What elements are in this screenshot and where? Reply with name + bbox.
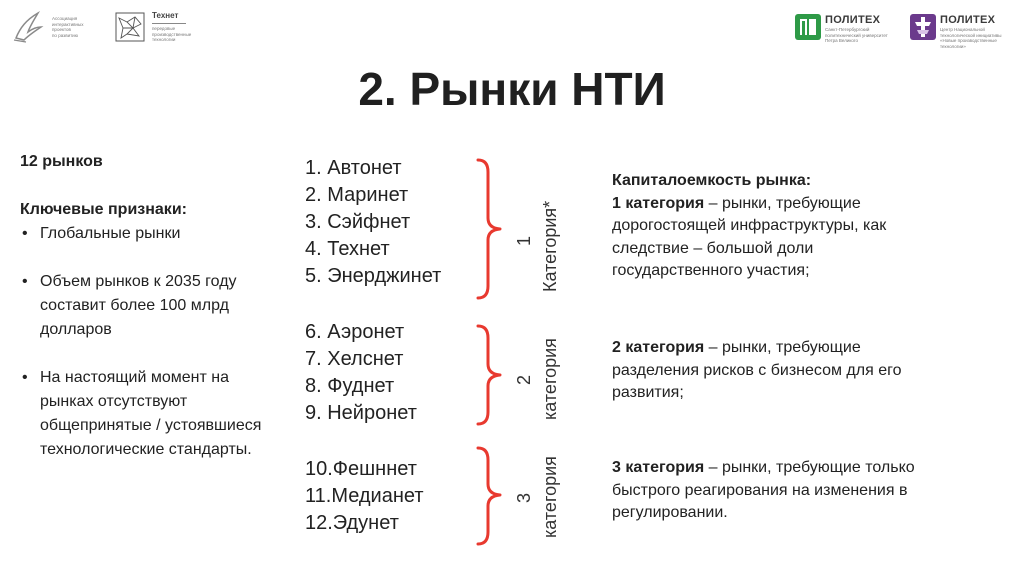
polytech-2-text: Центр Национальной технологической иници…	[940, 27, 1002, 49]
polytech-1-name: ПОЛИТЕХ	[825, 14, 881, 26]
market-group-1: 1. Автонет 2. Маринет 3. Сэйфнет 4. Техн…	[305, 155, 441, 290]
market-item: 12.Эдунет	[305, 512, 399, 534]
logo-association-text: Ассоциация интерактивных проектов по раз…	[52, 16, 84, 38]
logo-technet-text: передовые производственные технологии	[152, 26, 192, 42]
capital-intensity-block: Капиталоемкость рынка: 1 категория – рын…	[612, 170, 942, 283]
slide-title: 2. Рынки НТИ	[358, 63, 666, 115]
bracket-category-2	[476, 324, 502, 426]
bracket-category-3	[476, 446, 502, 546]
market-item: 3. Сэйфнет	[305, 211, 411, 233]
market-group-2: 6. Аэронет 7. Хелснет 8. Фуднет 9. Нейро…	[305, 319, 417, 427]
category-2-block: 2 категория – рынки, требующие разделени…	[612, 337, 942, 405]
market-item: 11.Медианет	[305, 485, 424, 507]
category-3-label: категория	[540, 456, 560, 538]
category-1-label: Категория*	[540, 200, 560, 292]
market-item: 9. Нейронет	[305, 402, 417, 424]
polytech-purple-logo-icon	[910, 14, 936, 40]
polytech-1-text: Санкт-Петербургский политехнический унив…	[825, 27, 888, 43]
left-column: 12 рынков Ключевые признаки: Глобальные …	[20, 150, 270, 486]
market-item: 4. Технет	[305, 238, 390, 260]
category-3-number: 3	[514, 492, 534, 503]
features-list: Глобальные рынки Объем рынков к 2035 год…	[20, 222, 270, 462]
category-1-number: 1	[514, 235, 534, 246]
category-1-description: 1 категория – рынки, требующие дорогосто…	[612, 194, 887, 280]
logo-technet-title: Технет	[152, 11, 179, 20]
logo-technet-divider	[152, 23, 186, 24]
category-3-description: 3 категория – рынки, требующие только бы…	[612, 459, 915, 521]
category-2-description: 2 категория – рынки, требующие разделени…	[612, 339, 902, 401]
bird-logo-icon	[13, 10, 44, 43]
market-item: 8. Фуднет	[305, 375, 395, 397]
market-item: 2. Маринет	[305, 184, 409, 206]
category-3-block: 3 категория – рынки, требующие только бы…	[612, 457, 942, 525]
market-item: 1. Автонет	[305, 157, 402, 179]
capital-heading: Капиталоемкость рынка:	[612, 172, 812, 189]
polytech-2-name: ПОЛИТЕХ	[940, 14, 996, 26]
feature-item: Объем рынков к 2035 году составит более …	[20, 270, 270, 342]
network-logo-icon	[115, 12, 145, 42]
market-item: 7. Хелснет	[305, 348, 404, 370]
logo-polytech-1: ПОЛИТЕХ Санкт-Петербургский политехничес…	[795, 14, 905, 44]
market-item: 10.Фешннет	[305, 458, 417, 480]
logo-association: Ассоциация интерактивных проектов по раз…	[12, 10, 107, 46]
polytech-green-logo-icon	[795, 14, 821, 40]
markets-count: 12 рынков	[20, 153, 103, 170]
feature-item: Глобальные рынки	[20, 222, 270, 246]
bracket-category-1	[476, 158, 502, 300]
market-group-3: 10.Фешннет 11.Медианет 12.Эдунет	[305, 456, 424, 537]
features-heading: Ключевые признаки:	[20, 201, 187, 218]
category-2-number: 2	[514, 374, 534, 385]
logo-polytech-2: ПОЛИТЕХ Центр Национальной технологическ…	[910, 14, 1020, 49]
category-2-label: категория	[540, 338, 560, 420]
feature-item: На настоящий момент на рынках отсутствую…	[20, 366, 270, 462]
logo-technet: Технет передовые производственные технол…	[115, 10, 200, 46]
market-item: 6. Аэронет	[305, 321, 405, 343]
market-item: 5. Энерджинет	[305, 265, 442, 287]
